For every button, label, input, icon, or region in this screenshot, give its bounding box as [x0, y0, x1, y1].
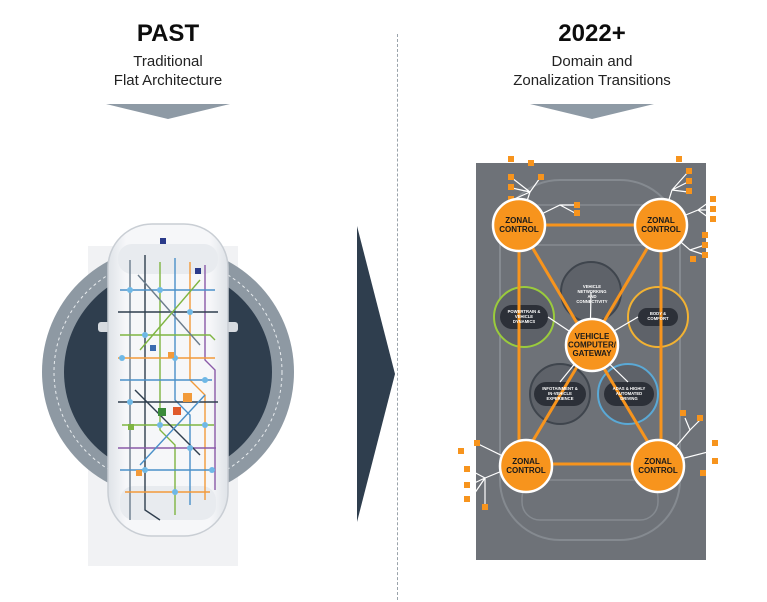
future-subtitle-line1: Domain and: [551, 53, 633, 70]
body-domain-label: BODY &COMFORT: [647, 311, 669, 321]
past-subtitle-line2: Flat Architecture: [113, 72, 223, 89]
zonal-control-top-left: [491, 197, 547, 253]
past-car-mirror-left: [98, 322, 110, 332]
past-car-rear-window: [120, 486, 216, 520]
future-car-rear-window: [521, 479, 659, 521]
zonal-fanouts: [461, 171, 719, 505]
body-domain-pill: [638, 308, 678, 326]
transition-arrow: [357, 226, 395, 522]
powertrain-domain-pill: [500, 305, 548, 329]
past-title: PAST: [136, 20, 200, 47]
past-car-mirror-right: [226, 322, 238, 332]
past-car-windshield: [118, 244, 218, 274]
past-car-illustration: [42, 223, 294, 566]
future-subtitle-line2: Zonalization Transitions: [513, 72, 671, 89]
vehicle-gateway-node: [564, 317, 620, 373]
section-divider: [397, 34, 398, 600]
past-subtitle-line1: Traditional: [133, 53, 203, 70]
past-wiring-harness: [118, 255, 218, 521]
zonal-control-bottom-right: [630, 438, 686, 494]
future-title: 2022+: [558, 20, 626, 47]
future-car-outline: [499, 179, 681, 541]
future-chevron: [530, 104, 654, 119]
past-ecu-nodes: [119, 238, 215, 495]
zonal-endpoints: [458, 156, 718, 510]
zonal-control-bottom-left: [498, 438, 554, 494]
past-chevron: [106, 104, 230, 119]
zonal-control-top-right: [633, 197, 689, 253]
